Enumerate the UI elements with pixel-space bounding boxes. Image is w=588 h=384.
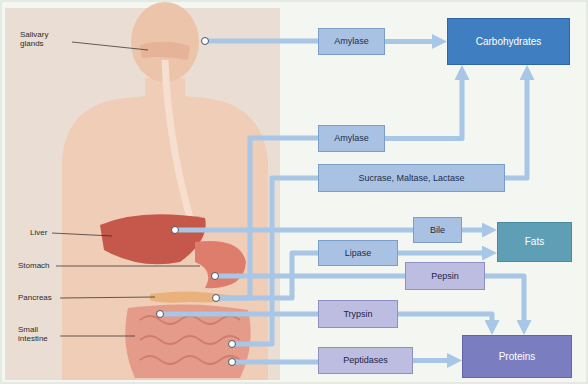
stomach	[195, 241, 246, 288]
leader-lines	[52, 42, 200, 336]
organ-label: Small intestine	[18, 325, 60, 343]
flow-arrow	[385, 73, 462, 139]
box-text: Peptidases	[343, 355, 388, 365]
organ-label: Stomach	[18, 261, 58, 270]
box-text: Lipase	[345, 248, 372, 258]
enzyme-box: Amylase	[318, 125, 385, 152]
flow-arrow	[462, 228, 489, 233]
box-text: Fats	[525, 236, 544, 248]
box-text: Amylase	[334, 133, 369, 143]
flow-arrow	[413, 358, 454, 363]
box-text: Sucrase, Maltase, Lactase	[358, 173, 464, 183]
intestine-folds	[140, 316, 240, 364]
enzyme-box: Amylase	[318, 28, 385, 55]
flow-arrow	[385, 39, 439, 44]
organ-label: Pancreas	[18, 293, 60, 302]
pancreas	[150, 291, 232, 302]
enzyme-box: Lipase	[318, 240, 398, 266]
flow-arrow	[398, 314, 492, 327]
nutrient-box: Proteins	[462, 335, 572, 378]
salivary-glands	[140, 42, 190, 60]
enzyme-box: Trypsin	[318, 300, 398, 328]
box-text: Carbohydrates	[476, 36, 542, 48]
organ-label: Liver	[30, 228, 54, 237]
box-text: Trypsin	[343, 309, 372, 319]
enzyme-box: Pepsin	[405, 262, 485, 290]
flow-arrow	[505, 73, 527, 178]
enzyme-box: Peptidases	[318, 347, 413, 374]
nutrient-box: Fats	[497, 222, 572, 262]
box-text: Proteins	[499, 351, 536, 363]
flow-arrow	[398, 251, 489, 256]
box-text: Bile	[430, 225, 445, 235]
organ-dots	[157, 38, 236, 366]
enzyme-box: Bile	[413, 217, 462, 243]
liver	[100, 214, 206, 264]
box-text: Pepsin	[431, 271, 459, 281]
secretion-lines	[160, 41, 413, 362]
organ-label: Salivary glands	[20, 30, 72, 48]
box-text: Amylase	[334, 36, 369, 46]
nutrient-box: Carbohydrates	[447, 18, 570, 65]
enzyme-box: Sucrase, Maltase, Lactase	[318, 164, 505, 192]
connectors	[385, 42, 527, 361]
